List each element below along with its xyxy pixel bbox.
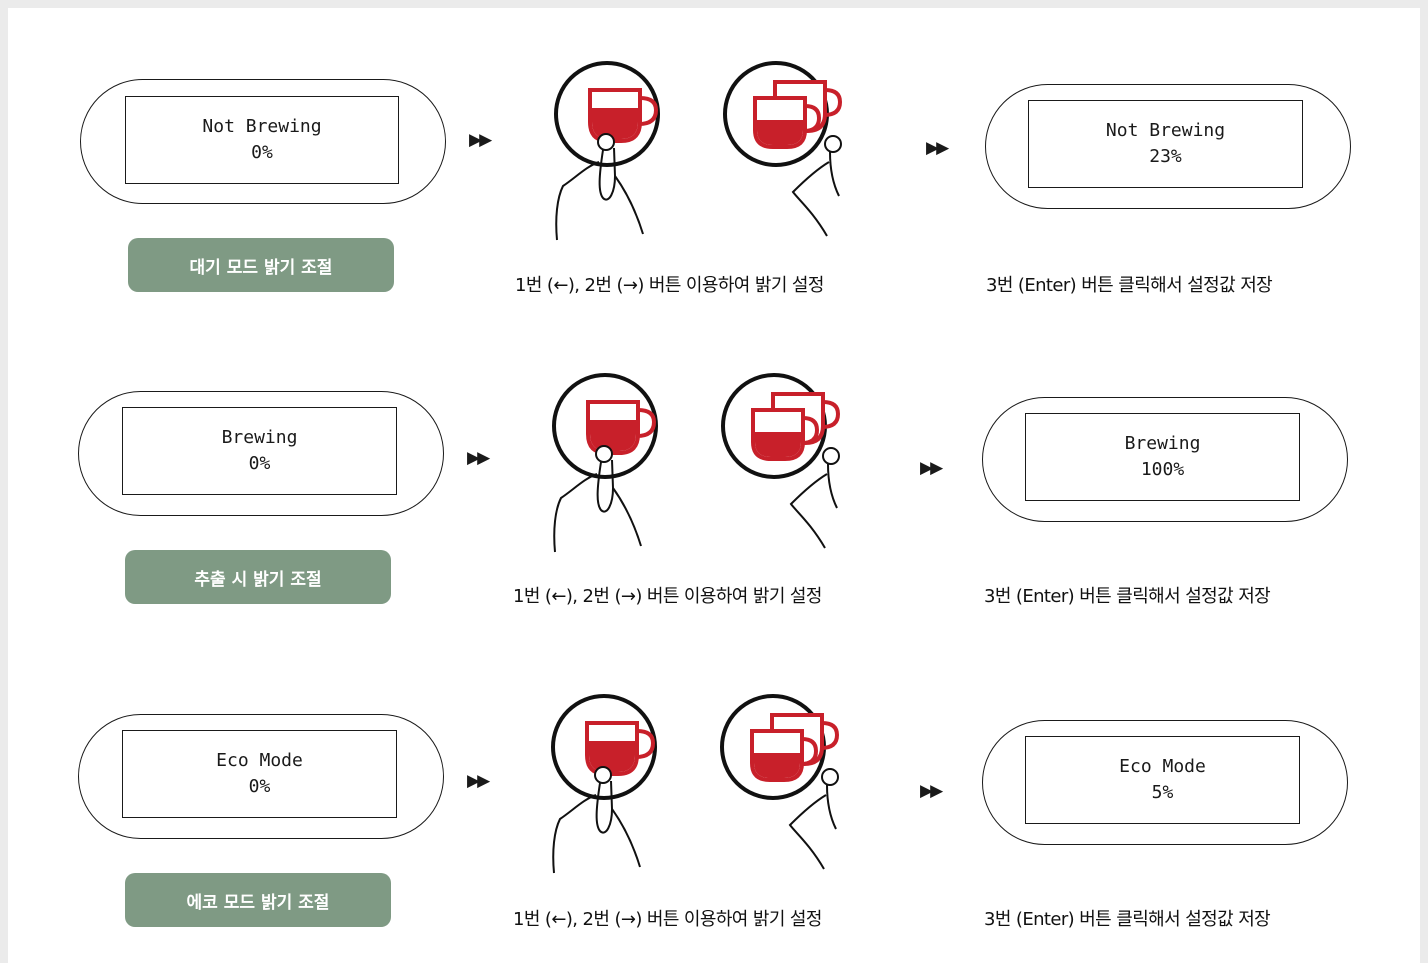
save-instruction-caption: 3번 (Enter) 버튼 클릭해서 설정값 저장 (984, 909, 1271, 930)
single-cup-button-icon (554, 61, 660, 167)
pointing-hand-icon (555, 133, 842, 241)
display-text-line1: Not Brewing (202, 116, 322, 137)
button-press-illustration (551, 694, 840, 874)
display-text-line2: 100% (1140, 459, 1185, 480)
display-text-line1: Brewing (221, 427, 298, 448)
pointing-hand-icon (552, 766, 839, 874)
display-text-line2: 0% (248, 453, 271, 474)
row-standby: Not Brewing 0% ▶▶ (8, 8, 1420, 308)
double-play-arrow-icon: ▶▶ (926, 138, 949, 158)
double-cup-button-icon (720, 694, 840, 800)
display-text-line2: 23% (1149, 146, 1182, 167)
display-text-line2: 0% (251, 142, 273, 163)
display-text-line1: Brewing (1124, 433, 1201, 454)
adjust-instruction-caption: 1번 (←), 2번 (→) 버튼 이용하여 밝기 설정 (513, 586, 822, 607)
adjust-instruction-caption: 1번 (←), 2번 (→) 버튼 이용하여 밝기 설정 (515, 275, 824, 296)
double-play-arrow-icon: ▶▶ (467, 448, 490, 468)
display-after-screen: Not Brewing 23% (1028, 100, 1303, 188)
save-instruction-caption: 3번 (Enter) 버튼 클릭해서 설정값 저장 (984, 586, 1271, 607)
button-press-illustration (552, 373, 841, 553)
row-brewing: Brewing 0% ▶▶ (8, 320, 1420, 620)
display-text-line1: Eco Mode (1119, 756, 1206, 777)
save-instruction-caption: 3번 (Enter) 버튼 클릭해서 설정값 저장 (986, 275, 1273, 296)
display-text-line1: Not Brewing (1105, 120, 1226, 141)
row-eco-mode: Eco Mode 0% ▶▶ (8, 643, 1420, 943)
button-press-illustration (554, 61, 843, 241)
display-before-screen: Not Brewing 0% (125, 96, 399, 184)
mode-label-badge: 에코 모드 밝기 조절 (125, 873, 391, 927)
double-play-arrow-icon: ▶▶ (469, 130, 492, 150)
double-play-arrow-icon: ▶▶ (920, 781, 943, 801)
display-text-line1: Eco Mode (216, 750, 303, 771)
display-after-screen: Eco Mode 5% (1025, 736, 1300, 824)
mode-label-badge: 대기 모드 밝기 조절 (128, 238, 394, 292)
display-text-line2: 0% (248, 776, 271, 797)
display-after-screen: Brewing 100% (1025, 413, 1300, 501)
single-cup-button-icon (552, 373, 658, 479)
display-before-screen: Brewing 0% (122, 407, 397, 495)
pointing-hand-icon (553, 445, 840, 553)
mode-label-badge: 추출 시 밝기 조절 (125, 550, 391, 604)
display-before-screen: Eco Mode 0% (122, 730, 397, 818)
double-play-arrow-icon: ▶▶ (467, 771, 490, 791)
double-cup-button-icon (723, 61, 843, 167)
double-cup-button-icon (721, 373, 841, 479)
adjust-instruction-caption: 1번 (←), 2번 (→) 버튼 이용하여 밝기 설정 (513, 909, 822, 930)
diagram-sheet: Not Brewing 0% ▶▶ (8, 8, 1420, 963)
double-play-arrow-icon: ▶▶ (920, 458, 943, 478)
single-cup-button-icon (551, 694, 657, 800)
display-text-line2: 5% (1151, 782, 1174, 803)
